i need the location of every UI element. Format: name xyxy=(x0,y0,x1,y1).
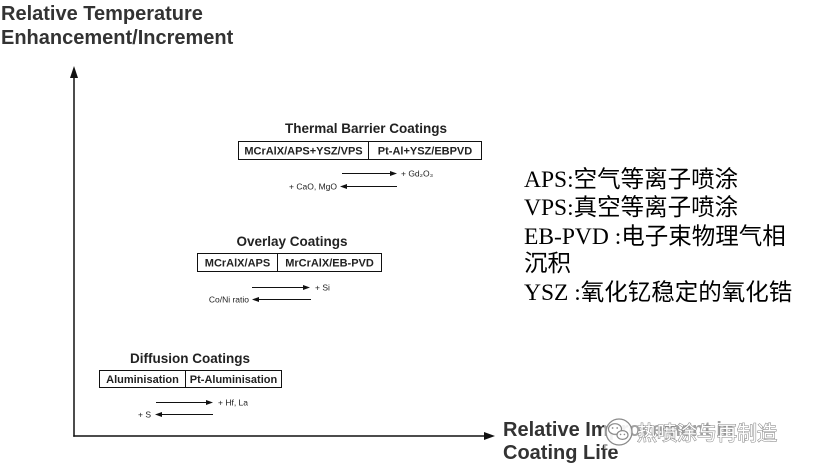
x-axis-arrowhead xyxy=(484,432,495,440)
coating-group-thermal-barrier: Thermal Barrier Coatings MCrAlX/APS+YSZ/… xyxy=(238,121,482,192)
tbc-method-cell-2: Pt-Al+YSZ/EBPVD xyxy=(378,146,472,158)
y-axis-title-line-2: Enhancement/Increment xyxy=(1,27,234,49)
overlay-method-cell-2: MrCrAlX/EB-PVD xyxy=(285,258,374,270)
coating-group-overlay: Overlay Coatings MCrAlX/APS MrCrAlX/EB-P… xyxy=(197,234,382,305)
axes xyxy=(70,66,495,440)
wechat-icon-dot xyxy=(623,433,626,436)
group-title-diffusion: Diffusion Coatings xyxy=(130,351,250,366)
diffusion-method-cell-2: Pt-Aluminisation xyxy=(190,374,278,386)
tbc-right-arrowhead xyxy=(390,171,397,176)
x-axis-title-line-2: Coating Life xyxy=(503,442,619,464)
wechat-icon-dot xyxy=(619,433,622,436)
diffusion-right-arrowhead xyxy=(206,400,213,405)
note-eb-pvd-continued: 沉积 xyxy=(524,250,571,277)
tbc-method-cell-1: MCrAlX/APS+YSZ/VPS xyxy=(244,146,362,158)
watermark-text: 热喷涂与再制造 xyxy=(637,421,777,445)
tbc-right-arrow-label: + Gd₂O₃ xyxy=(401,169,433,179)
y-axis-title-line-1: Relative Temperature xyxy=(1,3,203,25)
overlay-left-arrow-label: Co/Ni ratio xyxy=(209,295,249,305)
wechat-icon-dot xyxy=(611,427,614,429)
overlay-method-box xyxy=(197,253,382,272)
note-ysz: YSZ :氧化钇稳定的氧化锆 xyxy=(524,279,792,306)
diffusion-left-arrowhead xyxy=(155,412,162,417)
note-aps: APS:空气等离子喷涂 xyxy=(524,166,738,193)
overlay-right-arrow-label: + Si xyxy=(315,283,330,293)
group-title-thermal-barrier: Thermal Barrier Coatings xyxy=(285,121,447,136)
wechat-icon-bubble-small xyxy=(616,430,629,441)
tbc-left-arrowhead xyxy=(340,184,347,189)
diffusion-left-arrow-label: + S xyxy=(138,410,151,420)
overlay-right-arrowhead xyxy=(303,285,310,290)
watermark: 热喷涂与再制造 xyxy=(604,416,794,449)
note-vps: VPS:真空等离子喷涂 xyxy=(524,194,738,221)
wechat-icon xyxy=(605,418,633,446)
y-axis-arrowhead xyxy=(70,66,78,78)
tbc-left-arrow-label: + CaO, MgO xyxy=(289,182,337,192)
diffusion-method-box xyxy=(99,370,282,388)
overlay-left-arrowhead xyxy=(252,297,259,302)
diffusion-right-arrow-label: + Hf, La xyxy=(218,398,248,408)
y-axis-title: Relative Temperature Enhancement/Increme… xyxy=(1,3,234,49)
wechat-icon-dot xyxy=(616,427,619,429)
group-title-overlay: Overlay Coatings xyxy=(236,234,347,249)
diffusion-method-cell-1: Aluminisation xyxy=(106,374,179,386)
overlay-method-cell-1: MCrAlX/APS xyxy=(205,258,270,270)
tbc-method-box xyxy=(238,141,482,160)
abbreviation-notes: APS:空气等离子喷涂 VPS:真空等离子喷涂 EB-PVD :电子束物理气相 … xyxy=(524,166,792,306)
coating-group-diffusion: Diffusion Coatings Aluminisation Pt-Alum… xyxy=(99,351,282,420)
note-eb-pvd: EB-PVD :电子束物理气相 xyxy=(524,223,786,250)
watermark-wash xyxy=(604,416,794,449)
